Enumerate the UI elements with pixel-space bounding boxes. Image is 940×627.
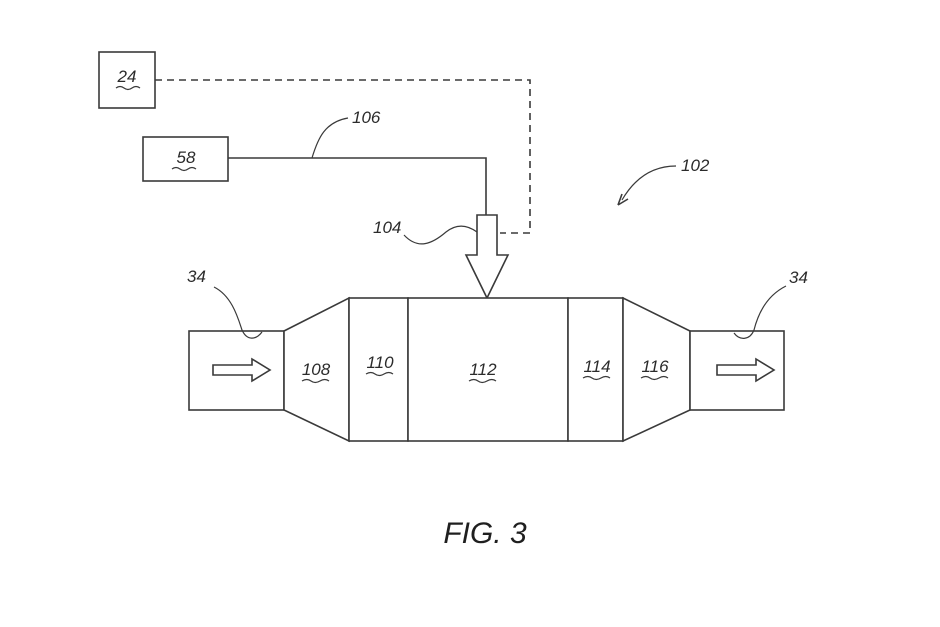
outlet-pipe <box>689 330 785 411</box>
flow-arrow-out <box>716 357 776 383</box>
figure-caption: FIG. 3 <box>443 517 527 550</box>
label-106: 106 <box>352 108 381 127</box>
leader-102 <box>621 165 677 201</box>
box-24: 24 <box>98 51 156 109</box>
leader-34-right <box>733 285 787 339</box>
control-signal-line <box>155 79 531 234</box>
supply-line-106 <box>228 157 487 215</box>
inlet-pipe <box>188 330 285 411</box>
leader-34-left <box>213 286 263 339</box>
section-112 <box>407 297 569 442</box>
label-34-right: 34 <box>789 268 808 287</box>
leader-104 <box>403 225 478 245</box>
arrowhead-102 <box>617 193 629 206</box>
leader-106 <box>311 117 349 159</box>
box-58: 58 <box>142 136 229 182</box>
injector-arrow-104 <box>464 214 510 300</box>
label-114: 114 <box>583 357 610 376</box>
label-34-left: 34 <box>187 267 206 286</box>
label-116: 116 <box>641 357 669 376</box>
label-24: 24 <box>117 67 137 86</box>
label-108: 108 <box>302 360 331 379</box>
label-112: 112 <box>469 360 497 379</box>
label-110: 110 <box>366 353 394 372</box>
label-104: 104 <box>373 218 401 237</box>
section-114 <box>567 297 624 442</box>
label-102: 102 <box>681 156 710 175</box>
section-110 <box>348 297 409 442</box>
label-58: 58 <box>177 148 196 167</box>
flow-arrow-in <box>212 357 272 383</box>
